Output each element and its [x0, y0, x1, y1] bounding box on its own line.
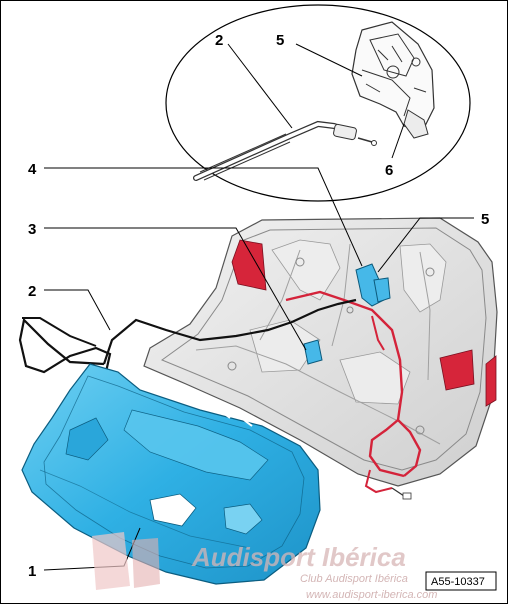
callout-3: 3 [28, 221, 36, 238]
watermark-brand: Audisport Ibérica [191, 542, 406, 572]
callout-5: 5 [481, 211, 489, 228]
reference-code-box: A55-10337 [425, 571, 497, 591]
callout-2: 2 [28, 283, 36, 300]
release-switch [303, 339, 323, 365]
bowden-cable [18, 298, 357, 374]
detail-lock-mechanism [351, 21, 435, 139]
wiring-harness-red [285, 290, 422, 500]
watermark-url: www.audisport-iberica.com [306, 589, 437, 601]
watermark-club: Club Audisport Ibérica [300, 573, 408, 585]
callout-2-detail: 2 [215, 32, 223, 49]
callout-1: 1 [28, 563, 36, 580]
tail-light-cutouts [231, 239, 497, 407]
callout-6: 6 [385, 162, 393, 179]
trim-panel [21, 363, 321, 585]
leader-lines [43, 43, 474, 571]
reference-code: A55-10337 [431, 576, 485, 588]
callout-4: 4 [28, 161, 37, 178]
callout-5-detail: 5 [276, 32, 284, 49]
callout-labels: 2 5 6 4 3 2 5 1 [28, 32, 489, 580]
watermark: Audisport Ibérica Club Audisport Ibérica… [92, 532, 437, 601]
lock-unit [355, 263, 391, 307]
